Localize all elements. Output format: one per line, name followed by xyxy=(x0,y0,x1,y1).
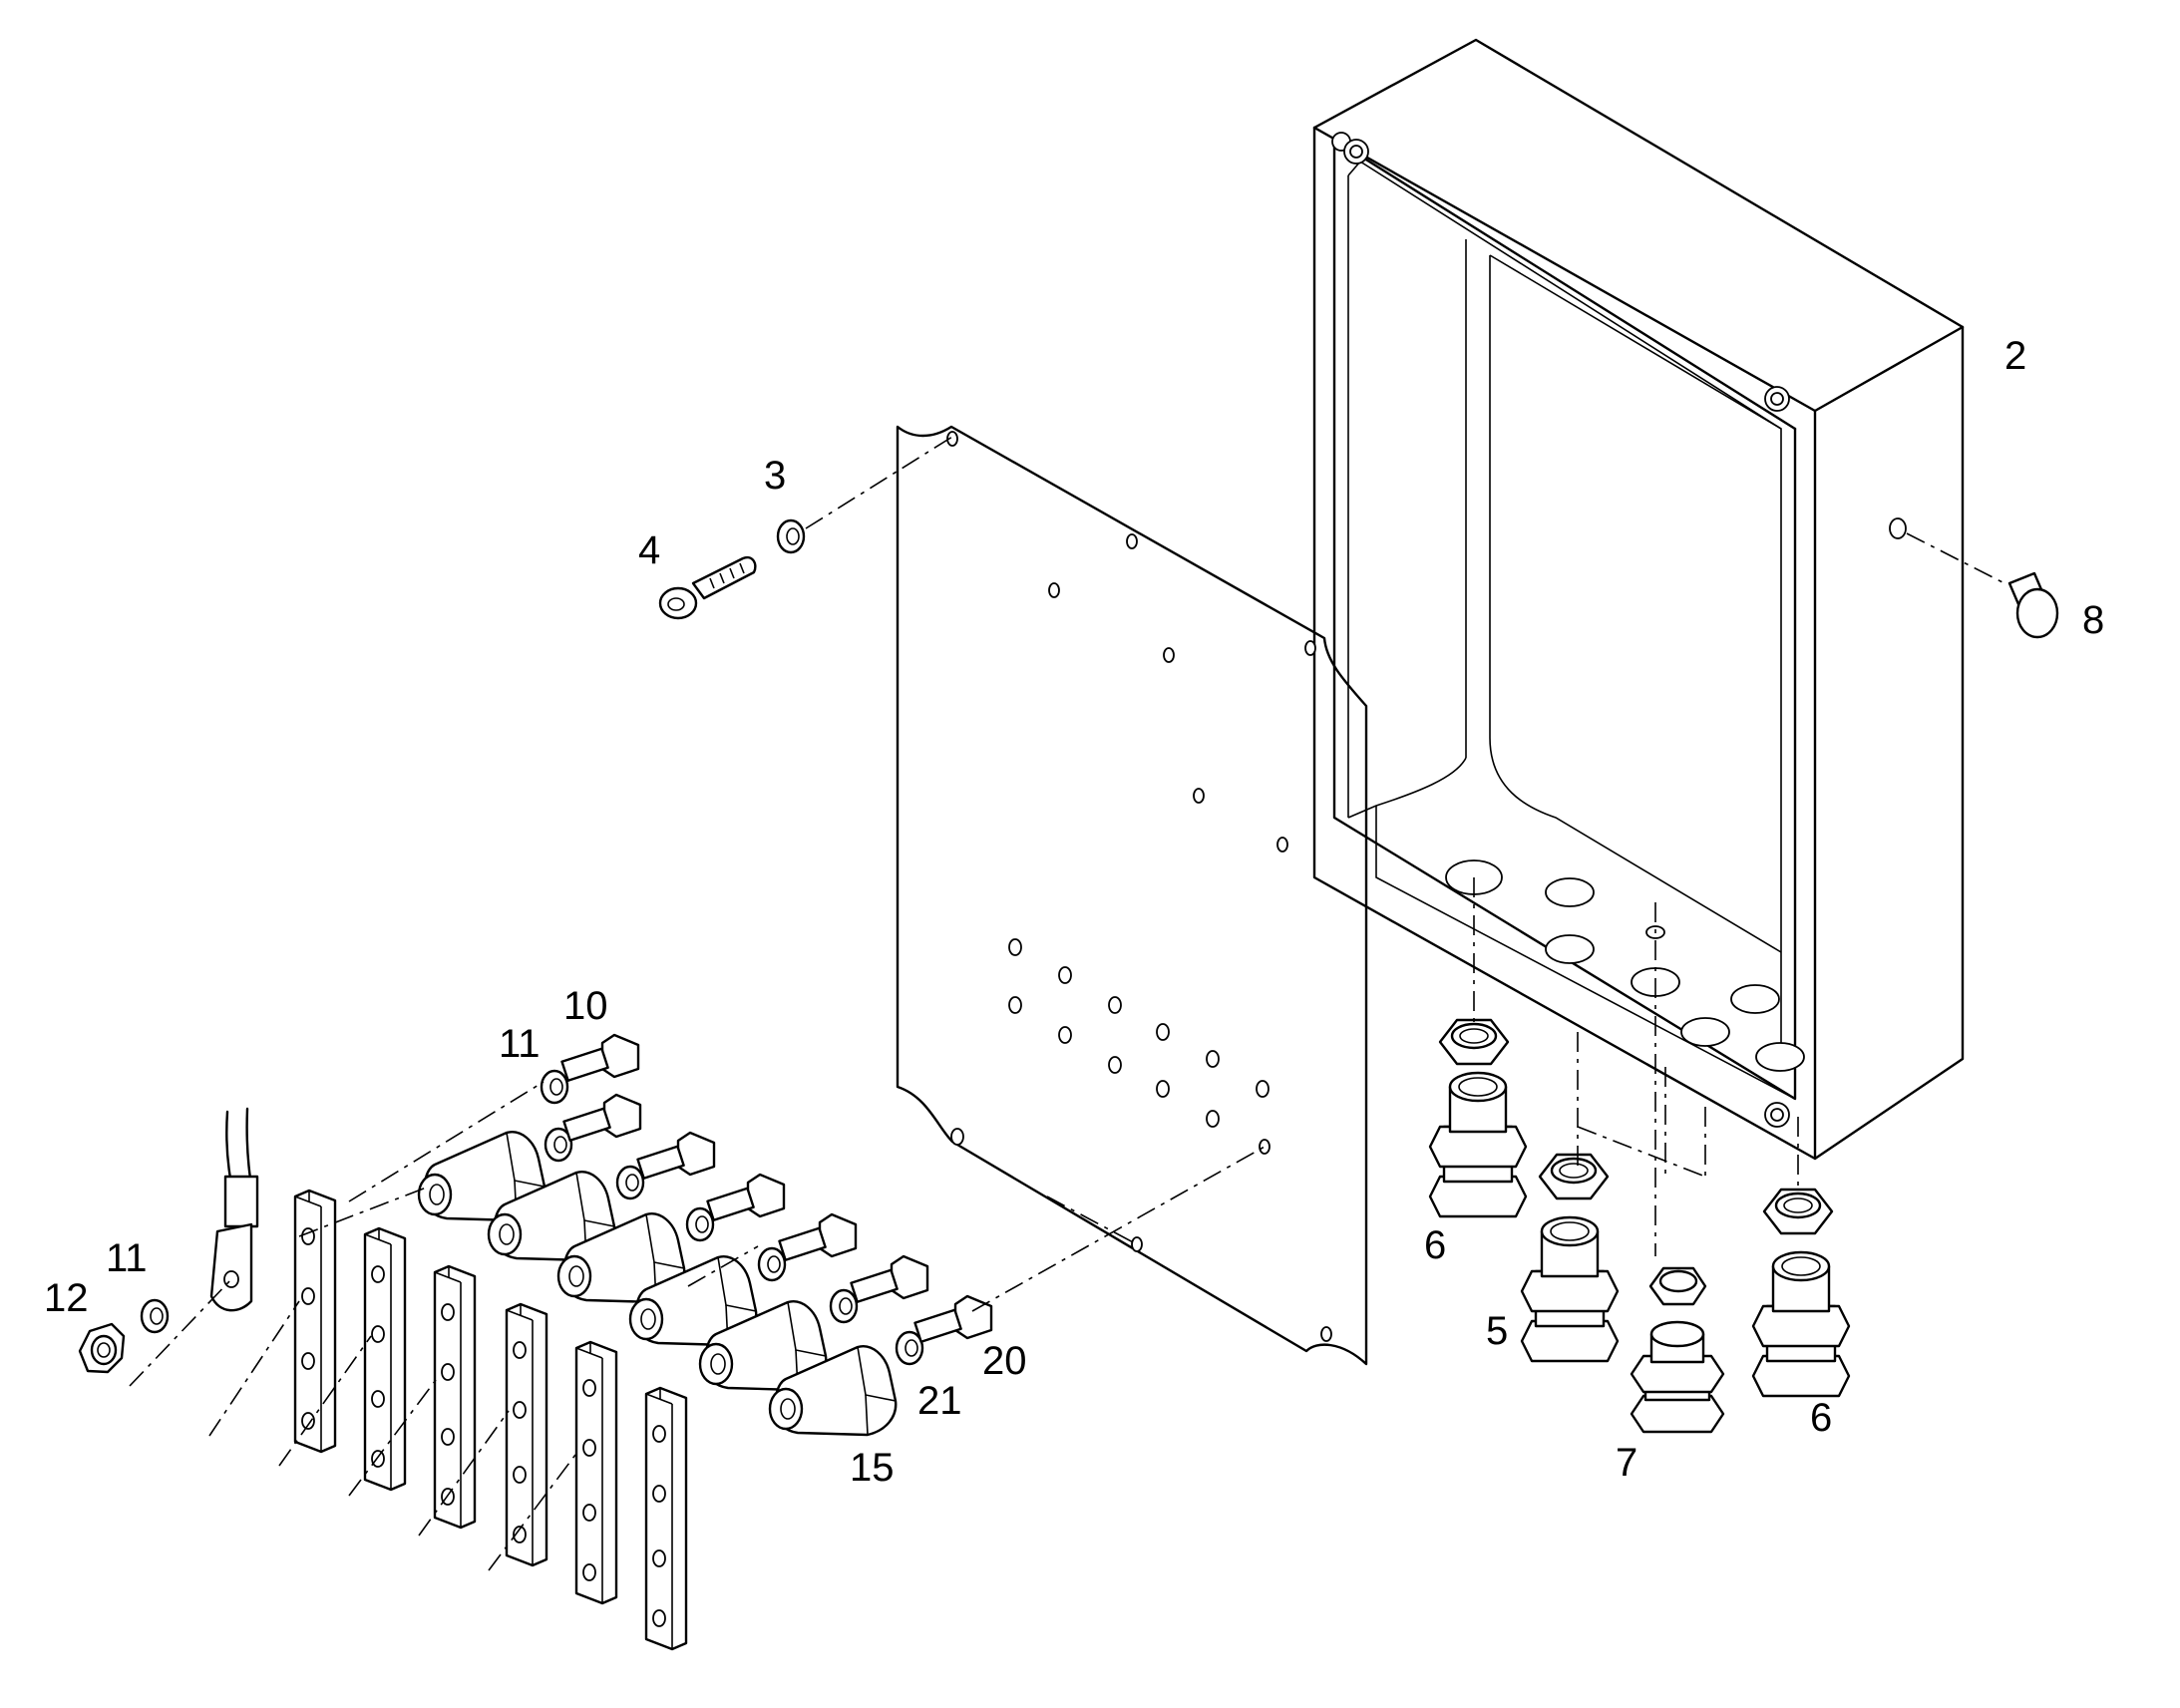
cable-lug xyxy=(209,1107,259,1312)
enclosure-box xyxy=(1312,38,1965,1161)
callout-12: 12 xyxy=(44,1276,89,1320)
callout-2: 2 xyxy=(2004,334,2026,378)
callout-6-left: 6 xyxy=(1424,1223,1446,1267)
callout-labels: 2 3 4 5 6 6 7 8 10 11 11 12 15 20 21 xyxy=(44,334,2104,1490)
callout-20: 20 xyxy=(982,1339,1027,1383)
callout-10: 10 xyxy=(563,984,608,1028)
callout-3: 3 xyxy=(764,454,786,498)
callout-8: 8 xyxy=(2082,598,2104,642)
cable-gland-small xyxy=(1630,1266,1725,1434)
hex-nut-12 xyxy=(78,1322,126,1374)
callout-21: 21 xyxy=(917,1379,962,1423)
callout-11-lower: 11 xyxy=(106,1236,148,1280)
cable-gland-assembly-left xyxy=(1428,1018,1528,1218)
mounting-plate xyxy=(896,425,1368,1366)
callout-15: 15 xyxy=(850,1446,895,1490)
cap-screw xyxy=(658,555,757,620)
blanking-plug xyxy=(2007,571,2059,639)
callout-7: 7 xyxy=(1616,1441,1637,1485)
callout-5: 5 xyxy=(1486,1309,1508,1353)
cable-gland-assembly-middle xyxy=(1520,1153,1620,1363)
cable-gland-assembly-right xyxy=(1751,1188,1851,1398)
callout-4: 4 xyxy=(638,528,660,572)
washer-11 xyxy=(140,1298,170,1334)
callout-11-upper: 11 xyxy=(499,1022,541,1066)
washer xyxy=(776,518,806,554)
callout-6-right: 6 xyxy=(1810,1396,1832,1440)
assembly-lines xyxy=(129,1081,1266,1571)
